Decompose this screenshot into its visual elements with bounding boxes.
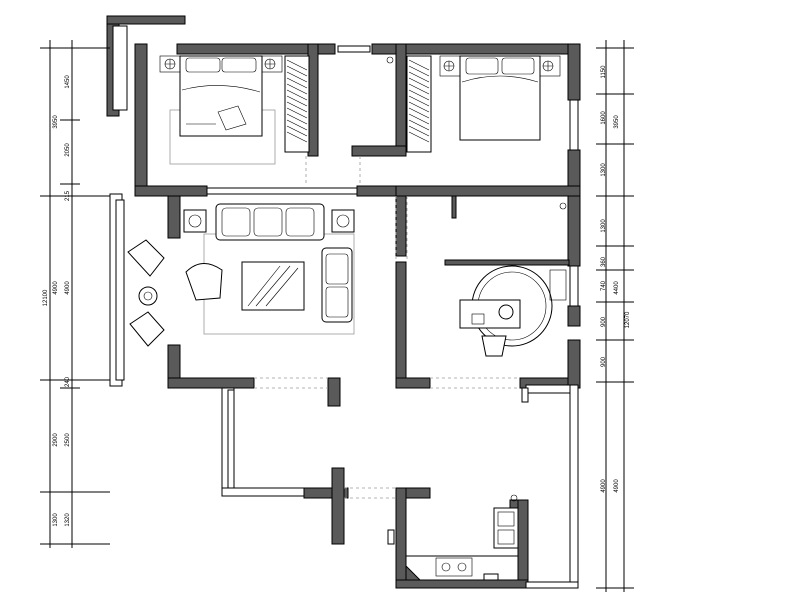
dim-left-inner-6: 2500 <box>65 433 71 447</box>
living-room <box>127 203 355 347</box>
dim-right-outer-1: 3950 <box>614 115 620 129</box>
dim-left-outer-4: 1300 <box>53 513 59 527</box>
dim-right-inner-9: 4900 <box>601 479 607 493</box>
dim-left-outer-1: 3950 <box>53 115 59 129</box>
dim-left-inner-1: 1450 <box>65 75 71 89</box>
bedroom-2 <box>386 55 561 153</box>
dim-right-outer-3: 4900 <box>614 479 620 493</box>
door-lines <box>254 156 529 545</box>
dim-left-inner-4: 4900 <box>65 281 71 295</box>
dimension-text: 12100 3950 4900 2900 1300 1450 2050 215 … <box>43 65 631 527</box>
kitchen <box>405 494 519 581</box>
dim-left-total: 12100 <box>43 289 49 306</box>
dim-right-inner-6: 740 <box>601 280 607 291</box>
dim-left-outer-2: 4900 <box>53 281 59 295</box>
dim-left-inner-2: 2050 <box>65 143 71 157</box>
dim-right-inner-3: 1300 <box>601 163 607 177</box>
study-room <box>459 202 567 357</box>
dim-right-inner-5: 360 <box>601 256 607 267</box>
dim-right-inner-4: 1300 <box>601 219 607 233</box>
bedroom-1 <box>159 55 310 165</box>
dim-right-inner-7: 900 <box>601 316 607 327</box>
dim-left-inner-5: 240 <box>65 376 71 387</box>
dim-left-inner-7: 1320 <box>65 513 71 527</box>
dim-left-inner-3: 215 <box>65 190 71 201</box>
dimension-lines <box>40 40 634 592</box>
dim-left-outer-3: 2900 <box>53 433 59 447</box>
walls <box>106 15 581 589</box>
dim-right-inner-8: 900 <box>601 356 607 367</box>
dim-right-total: 12070 <box>625 311 631 328</box>
dim-right-inner-1: 1150 <box>601 65 607 79</box>
dim-right-inner-2: 1600 <box>601 111 607 125</box>
dim-right-outer-2: 4400 <box>614 281 620 295</box>
